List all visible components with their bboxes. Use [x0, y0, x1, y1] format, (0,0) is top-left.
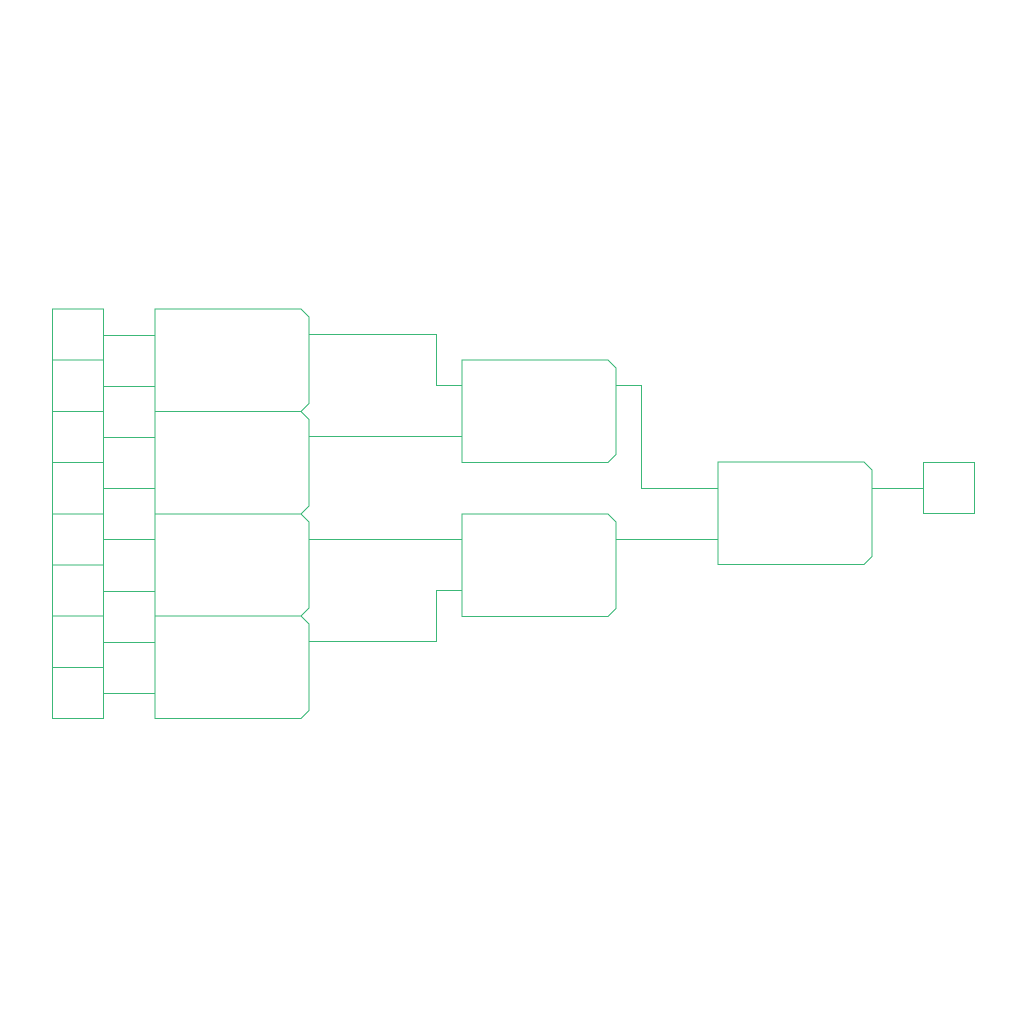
- round-1-slot: [52, 564, 104, 617]
- bracket-slots: [52, 308, 975, 720]
- round-2-slot: [154, 308, 310, 412]
- round-1-slot: [52, 513, 104, 566]
- connector: [309, 334, 462, 386]
- round-3-slot: [461, 359, 617, 463]
- connector: [616, 385, 718, 489]
- round-1-slot: [52, 359, 104, 412]
- bracket-connectors: [104, 334, 923, 694]
- round-2-slot: [154, 513, 310, 617]
- round-1-slot: [52, 666, 104, 720]
- round-1-slot: [52, 615, 104, 668]
- connector: [309, 590, 462, 642]
- winner-slot: [923, 462, 975, 514]
- round-4-slot: [717, 461, 873, 565]
- round-2-slot: [154, 410, 310, 515]
- round-1-slot: [52, 410, 104, 464]
- round-3-slot: [461, 513, 617, 617]
- round-1-slot: [52, 308, 104, 361]
- round-1-slot: [52, 462, 104, 515]
- round-2-slot: [154, 615, 310, 720]
